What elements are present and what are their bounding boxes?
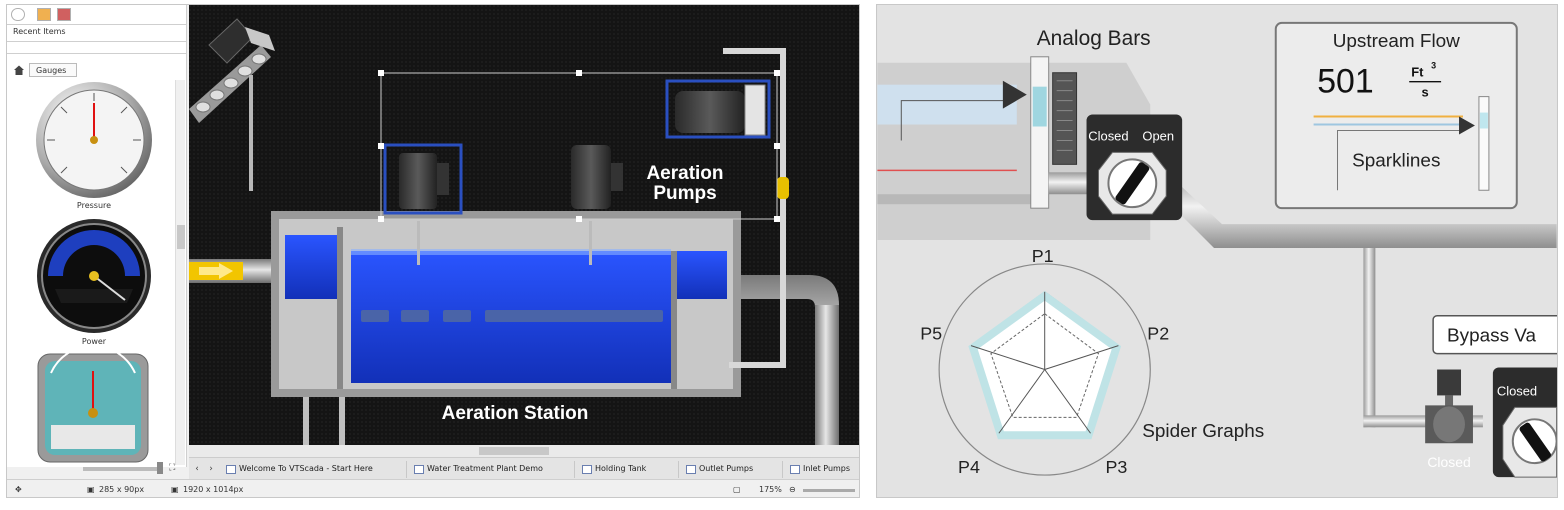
status-bar: ✥ ▣ 285 x 90px ▣ 1920 x 1014px ▢ 175% ⊖ bbox=[7, 479, 859, 497]
move-icon[interactable]: ✥ bbox=[15, 485, 22, 494]
level-gauge-widget[interactable] bbox=[37, 353, 149, 463]
page-icon bbox=[226, 465, 236, 474]
gauge-caption-pressure: Pressure bbox=[76, 201, 112, 210]
bypass-pipe bbox=[1363, 248, 1376, 428]
widgets-showcase: Analog Bars Closed Open Upstream Flow 50… bbox=[876, 4, 1558, 498]
page-size: 1920 x 1014px bbox=[183, 485, 244, 494]
zoom-out-icon[interactable]: ⊖ bbox=[789, 485, 796, 494]
analog-bar-fill bbox=[1032, 86, 1047, 127]
page-icon bbox=[686, 465, 696, 474]
palette-tools-icon[interactable] bbox=[57, 8, 71, 21]
switch-open-label: Open bbox=[1142, 128, 1174, 143]
zoom-level: 175% bbox=[759, 485, 782, 494]
bypass-valve[interactable] bbox=[1425, 369, 1473, 444]
palette-scroll-thumb[interactable] bbox=[177, 225, 185, 249]
label-aeration-station: Aeration Station bbox=[442, 403, 589, 424]
spider-graphs-label: Spider Graphs bbox=[1142, 421, 1264, 442]
tab-next-icon[interactable]: › bbox=[209, 464, 213, 474]
gauge-caption-power: Power bbox=[81, 337, 107, 346]
fit-icon[interactable]: ⛶ bbox=[169, 463, 176, 473]
aeration-pump-2[interactable] bbox=[571, 145, 623, 209]
tab-outlet-pumps[interactable]: Outlet Pumps bbox=[683, 461, 783, 478]
recent-items-label: Recent Items bbox=[13, 27, 66, 36]
upstream-flow-title: Upstream Flow bbox=[1333, 31, 1460, 52]
main-pipe-run bbox=[1160, 172, 1557, 249]
selection-handles[interactable] bbox=[378, 70, 780, 222]
spider-graph[interactable]: P1 P2 P3 P4 P5 Spider Graphs bbox=[920, 246, 1264, 477]
air-line-pipe bbox=[723, 48, 786, 368]
palette-zoom-slider[interactable] bbox=[83, 467, 163, 471]
widget-palette: Recent Items Gauges bbox=[7, 5, 187, 467]
sparklines-label: Sparklines bbox=[1352, 150, 1440, 171]
tab-welcome[interactable]: Welcome To VTScada - Start Here bbox=[223, 461, 407, 478]
page-tabs: ‹ › Welcome To VTScada - Start Here Wate… bbox=[189, 457, 859, 479]
zoom-slider[interactable] bbox=[803, 489, 855, 492]
tab-inlet-pumps[interactable]: Inlet Pumps bbox=[787, 461, 859, 478]
flow-unit-exponent: 3 bbox=[1431, 61, 1436, 71]
air-valve-icon[interactable] bbox=[777, 177, 789, 199]
sparkline-pointer-icon bbox=[1459, 116, 1475, 135]
tab-label: Holding Tank bbox=[595, 464, 647, 473]
analog-bar-pointer-icon bbox=[1002, 80, 1027, 109]
aeration-tank[interactable] bbox=[271, 211, 741, 397]
analog-bars-label: Analog Bars bbox=[1037, 27, 1151, 50]
blower-motor[interactable] bbox=[665, 79, 771, 139]
spider-label-p2: P2 bbox=[1147, 324, 1169, 344]
flow-unit-denominator: s bbox=[1422, 85, 1429, 100]
canvas-scroll-thumb[interactable] bbox=[479, 447, 549, 455]
selection-size-icon: ▣ bbox=[87, 485, 95, 494]
aeration-pump-1[interactable] bbox=[383, 143, 463, 215]
open-closed-switch[interactable]: Closed Open bbox=[1086, 114, 1183, 221]
bypass-valve-state: Closed bbox=[1427, 454, 1470, 470]
zoom-fit-icon[interactable]: ▢ bbox=[733, 485, 741, 494]
bypass-switch-closed-label: Closed bbox=[1497, 383, 1537, 398]
flow-arrow-icon bbox=[199, 263, 233, 279]
bypass-pipe-horizontal bbox=[1363, 415, 1483, 428]
bypass-valve-label-box[interactable] bbox=[1432, 314, 1558, 355]
palette-folder-icon[interactable] bbox=[37, 8, 51, 21]
tab-label: Welcome To VTScada - Start Here bbox=[239, 464, 373, 473]
tab-label: Inlet Pumps bbox=[803, 464, 851, 473]
idea-studio-window: Recent Items Gauges bbox=[6, 4, 860, 498]
upstream-flow-panel[interactable]: Upstream Flow 501 Ft 3 s Sparklines bbox=[1274, 21, 1518, 210]
breadcrumb-gauges[interactable]: Gauges bbox=[29, 63, 78, 77]
spider-label-p5: P5 bbox=[920, 324, 942, 344]
label-pumps: Pumps bbox=[653, 183, 716, 204]
selection-size: 285 x 90px bbox=[99, 485, 145, 494]
outlet-pipe-vertical bbox=[815, 305, 839, 445]
spider-label-p1: P1 bbox=[1032, 246, 1054, 266]
screw-conveyor[interactable] bbox=[189, 18, 275, 191]
pressure-gauge-widget[interactable] bbox=[33, 79, 155, 201]
tab-holding-tank[interactable]: Holding Tank bbox=[579, 461, 679, 478]
tab-label: Water Treatment Plant Demo bbox=[427, 464, 543, 473]
sparkline-band bbox=[877, 84, 1017, 125]
analog-bar[interactable] bbox=[1030, 56, 1050, 209]
bypass-switch[interactable]: Closed bbox=[1492, 367, 1558, 478]
home-icon[interactable] bbox=[13, 64, 25, 76]
spider-label-p3: P3 bbox=[1105, 457, 1127, 477]
breadcrumb: Gauges bbox=[11, 63, 183, 77]
page-icon bbox=[582, 465, 592, 474]
canvas-horizontal-scrollbar[interactable] bbox=[189, 445, 859, 457]
tab-water-treatment[interactable]: Water Treatment Plant Demo bbox=[411, 461, 575, 478]
tab-label: Outlet Pumps bbox=[699, 464, 754, 473]
tab-prev-icon[interactable]: ‹ bbox=[195, 464, 199, 474]
circle-tool-icon[interactable] bbox=[11, 8, 25, 21]
aeration-station-canvas[interactable]: Aeration Pumps Aeration Station bbox=[189, 5, 860, 445]
upstream-flow-value: 501 bbox=[1317, 63, 1374, 101]
palette-zoom-thumb[interactable] bbox=[157, 462, 163, 474]
palette-scrollbar[interactable] bbox=[175, 80, 185, 465]
page-icon bbox=[790, 465, 800, 474]
page-icon bbox=[414, 465, 424, 474]
power-gauge-widget[interactable] bbox=[35, 217, 153, 335]
switch-closed-label: Closed bbox=[1088, 128, 1128, 143]
page-size-icon: ▣ bbox=[171, 485, 179, 494]
analog-bar-grid bbox=[1052, 72, 1078, 165]
flow-unit-numerator: Ft bbox=[1411, 65, 1424, 80]
spider-label-p4: P4 bbox=[958, 457, 980, 477]
label-aeration: Aeration bbox=[646, 163, 723, 184]
bypass-valve-label: Bypass Va bbox=[1447, 326, 1536, 347]
